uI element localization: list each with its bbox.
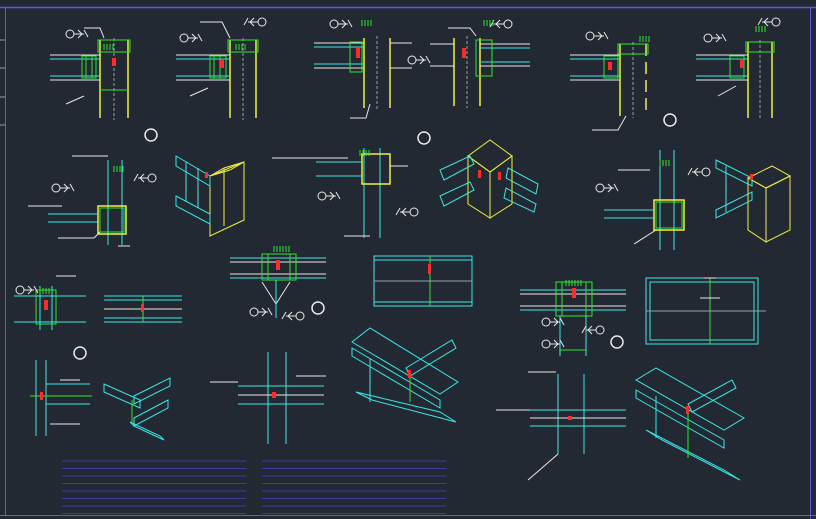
corner-column-details: [28, 139, 792, 250]
cross-beam-details: [30, 327, 745, 481]
weld-symbol-icon: [395, 207, 419, 217]
end-plate-connection: [520, 281, 626, 356]
weld-symbols: [15, 17, 781, 349]
weld-symbol-icon: [243, 17, 267, 27]
schedule-table: [62, 460, 446, 514]
weld-symbol-icon: [317, 191, 341, 201]
weld-symbol-icon: [687, 167, 711, 177]
circle-marker-icon: [663, 113, 677, 127]
weld-symbol-icon: [133, 173, 157, 183]
circle-marker-icon: [311, 301, 325, 315]
isometric-cross-1: [103, 377, 171, 441]
column-splice-detail: [230, 253, 326, 318]
circle-marker-icon: [73, 346, 87, 360]
drawing-frame: [0, 6, 816, 519]
weld-symbol-icon: [757, 17, 781, 27]
column-center-node: [496, 371, 626, 481]
isometric-joint-3: [715, 159, 792, 243]
splice-detail-small: [14, 275, 86, 330]
weld-symbol-icon: [581, 325, 605, 335]
detail-1: [50, 27, 131, 120]
weld-symbol-icon: [329, 19, 353, 29]
isometric-cross-2: [351, 327, 459, 423]
column-web-side: [210, 352, 326, 444]
detail-5: [570, 42, 649, 131]
weld-symbol-icon: [65, 29, 89, 39]
bolt-markers: [39, 20, 766, 294]
circle-marker-icon: [417, 131, 431, 145]
isometric-cross-3: [635, 367, 745, 481]
weld-symbol-icon: [703, 33, 727, 43]
column-flange-side: [30, 360, 92, 436]
box-column-detail-b: [272, 148, 408, 238]
section-markers: [73, 113, 677, 360]
weld-symbol-icon: [595, 183, 619, 193]
isometric-joint-1: [175, 155, 245, 237]
circle-marker-icon: [610, 335, 624, 349]
detail-2: [176, 21, 259, 120]
weld-symbol-icon: [541, 339, 565, 349]
detail-3: [314, 36, 412, 119]
plate-girder-splice: [373, 255, 473, 307]
weld-symbol-icon: [179, 33, 203, 43]
girder-elevation-box: [645, 277, 766, 345]
weld-symbol-icon: [281, 311, 305, 321]
box-column-detail-a: [28, 155, 130, 247]
weld-symbol-icon: [407, 55, 431, 65]
weld-symbol-icon: [249, 307, 273, 317]
weld-symbol-icon: [51, 183, 75, 193]
beam-splice-elevation: [104, 295, 182, 323]
beam-splice-details: [14, 253, 766, 356]
weld-symbol-icon: [585, 31, 609, 41]
detail-4: [430, 27, 530, 108]
box-column-detail-c: [604, 150, 685, 250]
detail-6: [696, 40, 775, 120]
weld-symbol-icon: [541, 317, 565, 327]
beam-column-elevation-details: [50, 21, 775, 131]
weld-symbol-icon: [15, 285, 39, 295]
isometric-joint-2: [439, 139, 539, 219]
circle-marker-icon: [144, 128, 158, 142]
